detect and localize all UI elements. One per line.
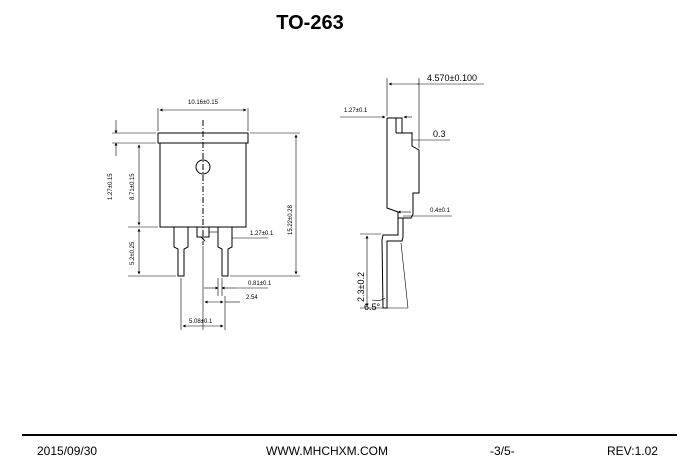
footer-date: 2015/09/30 <box>37 444 98 458</box>
dim-overall-height: 15.22±0.28 <box>288 204 294 235</box>
dim-thickness: 4.570±0.100 <box>427 73 477 83</box>
dim-tab-height: 1.27±0.15 <box>108 173 114 200</box>
footer-rule <box>22 434 677 436</box>
footer-website: WWW.MHCHXM.COM <box>266 444 388 458</box>
dim-standoff: 2.3±0.2 <box>356 272 366 302</box>
footer-page-number: -3/5- <box>490 444 515 458</box>
dim-lead-width: 0.81±0.1 <box>248 281 272 287</box>
dim-angle: 6.5° <box>364 302 381 312</box>
dim-tab-thickness: 1.27±0.1 <box>344 108 368 114</box>
dim-lead-thickness: 0.4±0.1 <box>430 208 451 214</box>
page-title: TO-263 <box>276 12 344 34</box>
dim-gap: 0.3 <box>433 129 446 139</box>
dim-lead-length: 5.2±0.25 <box>130 241 136 265</box>
dim-lead-pitch: 2.54 <box>246 295 258 301</box>
front-view-outline <box>157 120 249 277</box>
dim-body-width: 10.16±0.15 <box>188 100 219 106</box>
dim-body-height: 8.71±0.15 <box>130 173 136 200</box>
dim-lead-span: 5.08±0.1 <box>189 319 213 325</box>
side-view-outline <box>381 117 420 309</box>
footer-revision: REV:1.02 <box>607 444 658 458</box>
dim-center-lead: 1.27±0.1 <box>250 231 274 237</box>
